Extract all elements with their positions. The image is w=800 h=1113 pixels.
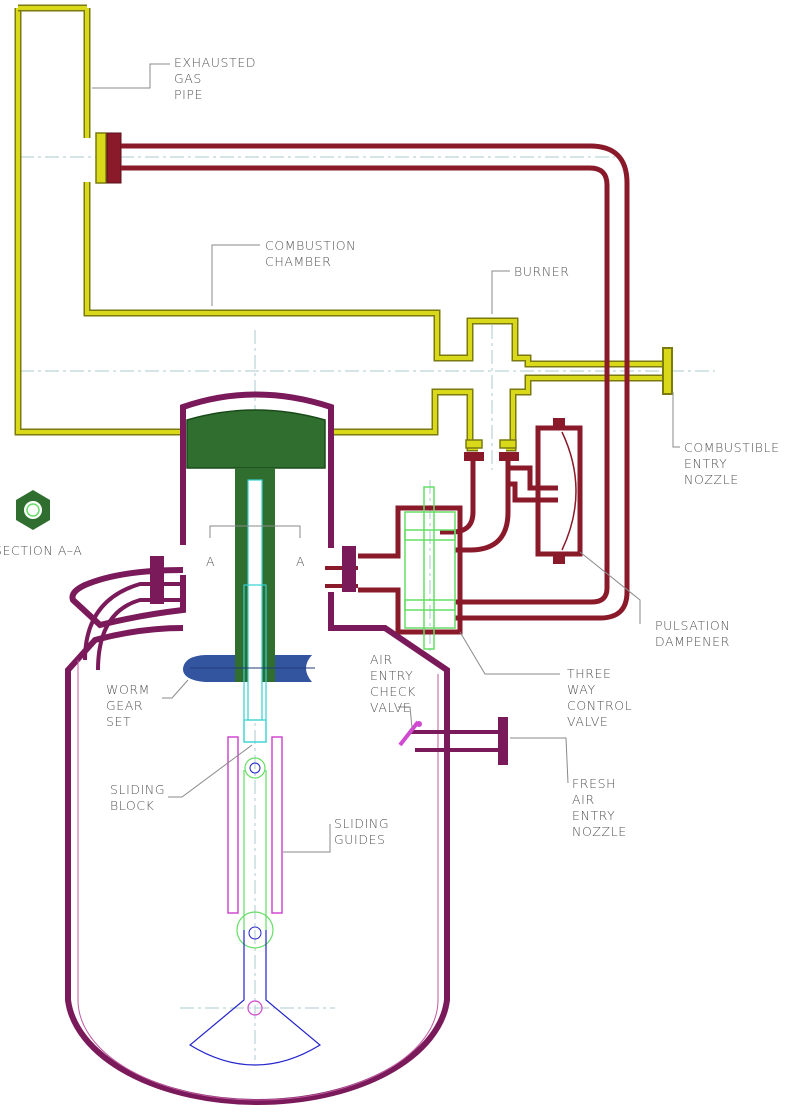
- sliding-guides: [227, 736, 283, 914]
- fresh-air-entry-nozzle-label: FRESH AIR ENTRY NOZZLE: [572, 776, 627, 839]
- section-a-a-label: SECTION A–A: [0, 543, 82, 558]
- three-way-control-valve-label: THREE WAY CONTROL VALVE: [567, 666, 637, 729]
- exhausted-gas-pipe: [14, 4, 673, 452]
- worm-gear-set-label: WORM GEAR SET: [106, 682, 155, 729]
- main-vessel: [65, 391, 450, 1106]
- labels: EXHAUSTED GAS PIPE COMBUSTION CHAMBER BU…: [0, 55, 784, 847]
- section-a-a-symbol: [16, 490, 50, 530]
- connecting-rod: [188, 719, 322, 1066]
- exhausted-gas-pipe-label: EXHAUSTED GAS PIPE: [174, 55, 261, 102]
- air-entry-check-valve-label: AIR ENTRY CHECK VALVE: [370, 652, 421, 715]
- sliding-block-label: SLIDING BLOCK: [110, 782, 170, 813]
- burner-label: BURNER: [514, 264, 570, 279]
- section-mark-right: A: [296, 554, 305, 569]
- piston: [186, 409, 326, 743]
- section-mark-left: A: [206, 554, 215, 569]
- pulsation-dampener-label: PULSATION DAMPENER: [655, 618, 735, 649]
- leader-lines: [92, 63, 680, 853]
- worm-gear-set: [182, 655, 315, 682]
- combustible-entry-nozzle-label: COMBUSTIBLE ENTRY NOZZLE: [684, 440, 784, 487]
- fresh-air-entry-nozzle: [398, 717, 508, 765]
- section-cut-marks: A A: [206, 525, 305, 569]
- pulsation-dampener: [535, 418, 583, 564]
- combustion-chamber-label: COMBUSTION CHAMBER: [265, 238, 361, 269]
- sliding-guides-label: SLIDING GUIDES: [334, 816, 394, 847]
